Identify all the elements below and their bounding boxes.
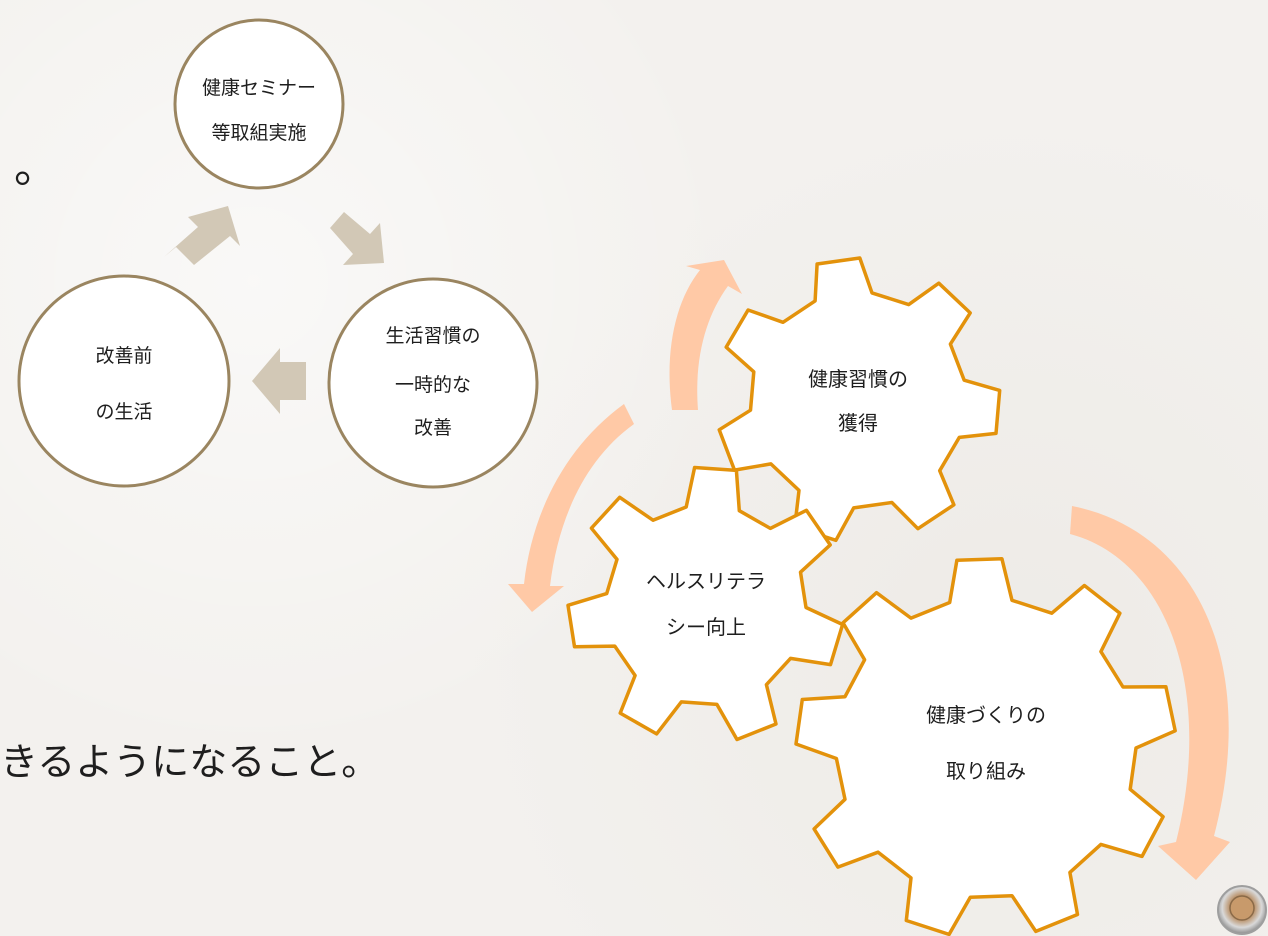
cycle-arrows [164, 206, 384, 414]
gear-efforts-label-line2: 取り組み [946, 759, 1026, 783]
coin-icon[interactable] [1217, 885, 1267, 935]
gear-habit-label-line1: 健康習慣の [808, 367, 908, 391]
gear-arrow-left-down [508, 404, 634, 612]
gear-literacy-label-line1: ヘルスリテラ [646, 569, 766, 593]
cycle-node-seminar-line1: 健康セミナー [202, 77, 316, 99]
gear-arrows [508, 260, 1230, 880]
cycle-node-before-line1: 改善前 [95, 345, 152, 367]
cycle-arrow-up [164, 206, 240, 265]
slide-text-bottom-fragment: きるようになること。 [0, 740, 379, 784]
gear-habit-label-line2: 獲得 [838, 411, 878, 435]
cycle-node-seminar-line2: 等取組実施 [211, 122, 306, 144]
gear-literacy [566, 465, 845, 742]
gear-habit [717, 256, 1002, 543]
cycle-node-before-line2: の生活 [95, 401, 152, 423]
gear-layer [566, 256, 1177, 936]
cycle-arrow-left [252, 348, 306, 414]
gear-labels: 健康習慣の 獲得 ヘルスリテラ シー向上 健康づくりの 取り組み [646, 367, 1046, 783]
gear-efforts [794, 556, 1177, 936]
cycle-arrow-down [330, 212, 384, 265]
cycle-node-improvement-line3: 改善 [414, 417, 452, 439]
cycle-node-seminar: 健康セミナー 等取組実施 [173, 18, 345, 190]
cycle-node-before: 改善前 の生活 [17, 274, 231, 488]
cycle-node-improvement-line1: 生活習慣の [385, 325, 480, 347]
cycle-node-improvement: 生活習慣の 一時的な 改善 [327, 277, 539, 489]
gear-efforts-label-line1: 健康づくりの [926, 703, 1046, 727]
gear-literacy-label-line2: シー向上 [666, 615, 746, 639]
slide-text-top-fragment: 。 [14, 142, 58, 193]
cycle-node-improvement-line2: 一時的な [395, 374, 471, 396]
gear-arrow-up [669, 260, 742, 410]
gear-arrow-right-down [1070, 506, 1230, 880]
